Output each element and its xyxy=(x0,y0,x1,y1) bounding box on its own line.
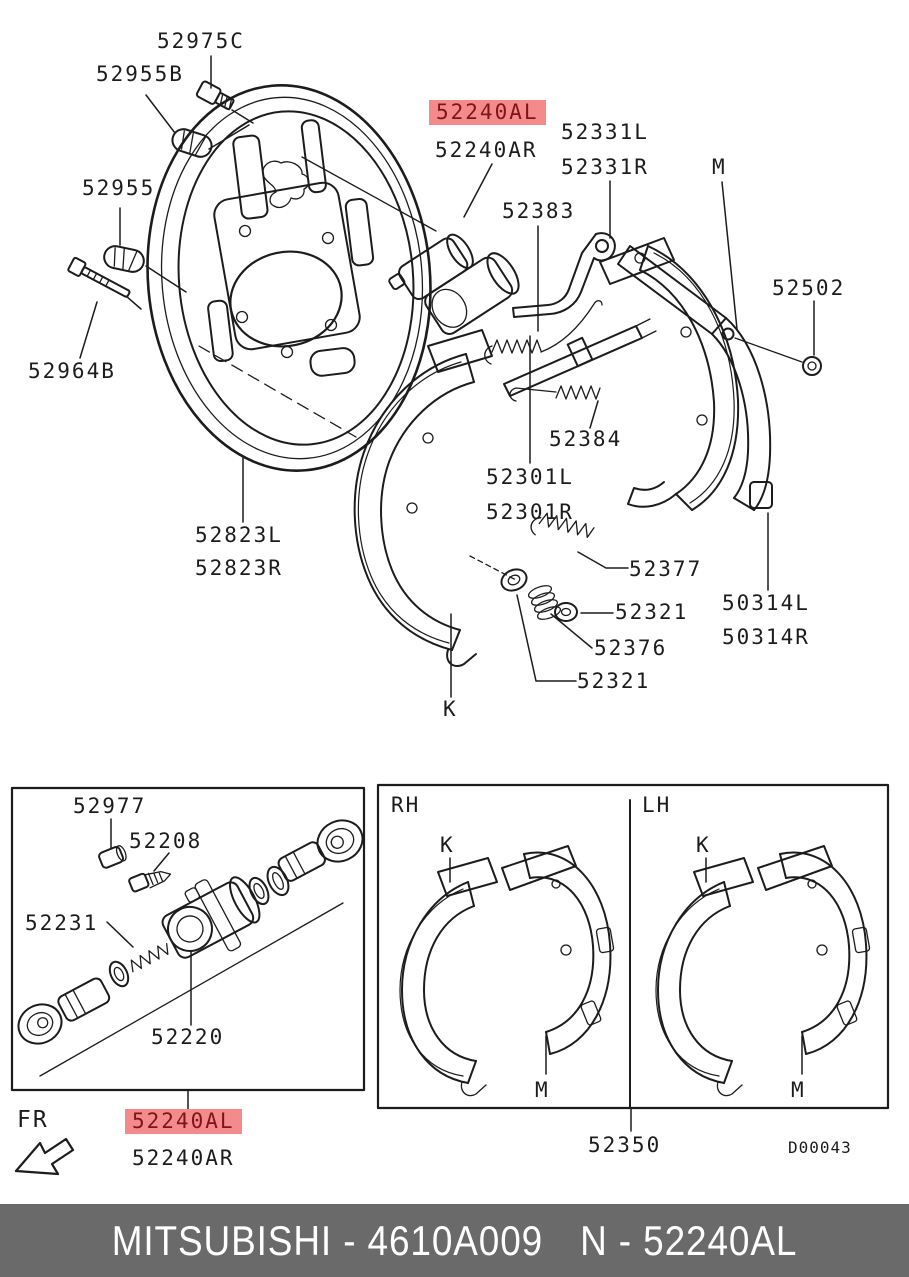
part-label-52964b[interactable]: 52964B xyxy=(28,359,116,383)
leader-lines-main xyxy=(79,55,815,698)
parts-diagram-line-art xyxy=(10,55,890,1176)
part-label-52240ar-main[interactable]: 52240AR xyxy=(435,138,538,162)
part-label-52955b[interactable]: 52955B xyxy=(96,62,184,86)
part-label-52240al-inset-highlighted[interactable]: 52240AL xyxy=(125,1109,242,1135)
drawing-code: D00043 xyxy=(788,1138,852,1157)
footer-bar: MITSUBISHI - 4610A009 N - 52240AL xyxy=(0,1204,909,1277)
ref-letter-m-lh: M xyxy=(791,1078,806,1102)
part-label-50314r[interactable]: 50314R xyxy=(722,625,810,649)
part-label-52383[interactable]: 52383 xyxy=(502,199,576,223)
ref-letter-k-main: K xyxy=(443,697,458,721)
part-label-52955[interactable]: 52955 xyxy=(82,176,156,200)
part-label-52321-lower[interactable]: 52321 xyxy=(577,669,651,693)
hold-down-parts-drawing xyxy=(500,512,595,622)
part-label-52502[interactable]: 52502 xyxy=(772,276,846,300)
ref-letter-m-main: M xyxy=(712,155,727,179)
ref-letter-m-rh: M xyxy=(535,1078,550,1102)
left-brake-shoe-drawing xyxy=(353,329,493,668)
nut-52502-drawing xyxy=(802,356,822,376)
part-label-52823l[interactable]: 52823L xyxy=(195,523,283,547)
part-label-52301r[interactable]: 52301R xyxy=(486,500,574,524)
brake-shoe-set-inset xyxy=(376,783,890,1132)
part-label-52823r[interactable]: 52823R xyxy=(195,556,283,580)
part-label-50314l[interactable]: 50314L xyxy=(722,591,810,615)
adjuster-assembly-drawing xyxy=(484,232,657,402)
footer-brand-part-number: MITSUBISHI - 4610A009 xyxy=(111,1216,544,1264)
coil-spring-52376-drawing xyxy=(527,585,562,620)
part-label-52220[interactable]: 52220 xyxy=(151,1025,225,1049)
ref-letter-k-lh: K xyxy=(696,833,711,857)
fr-direction-label: FR xyxy=(17,1107,49,1133)
backing-plate-drawing xyxy=(146,84,432,472)
part-label-52331r[interactable]: 52331R xyxy=(561,155,649,179)
part-label-52350[interactable]: 52350 xyxy=(588,1133,662,1157)
part-label-52384[interactable]: 52384 xyxy=(549,427,623,451)
part-label-52331l[interactable]: 52331L xyxy=(561,120,649,144)
parking-lever-drawing xyxy=(617,245,773,511)
ref-letter-lh: LH xyxy=(642,793,672,817)
shoe-pair-rh-drawing xyxy=(399,845,615,1097)
ref-letter-rh: RH xyxy=(391,793,421,817)
part-label-52208[interactable]: 52208 xyxy=(129,829,203,853)
part-label-52977[interactable]: 52977 xyxy=(73,794,147,818)
footer-selected-part-ref: N - 52240AL xyxy=(580,1216,798,1264)
clip-52955-drawing xyxy=(103,245,145,273)
part-label-52240ar-inset[interactable]: 52240AR xyxy=(132,1146,235,1170)
wheel-cylinder-drawing xyxy=(388,233,520,335)
wheel-cylinder-kit-inset xyxy=(10,786,366,1176)
clip-52955b-drawing xyxy=(171,128,213,158)
part-label-52377[interactable]: 52377 xyxy=(629,557,703,581)
part-label-52231[interactable]: 52231 xyxy=(25,911,99,935)
part-label-52376[interactable]: 52376 xyxy=(594,636,668,660)
bolt-52964b-drawing xyxy=(67,256,131,298)
part-label-52301l[interactable]: 52301L xyxy=(486,465,574,489)
fr-direction-arrow xyxy=(14,1137,75,1176)
right-brake-shoe-drawing xyxy=(599,237,740,511)
ref-letter-k-rh: K xyxy=(440,833,455,857)
footer-text-line: MITSUBISHI - 4610A009 N - 52240AL xyxy=(112,1217,798,1265)
part-label-52321-upper[interactable]: 52321 xyxy=(615,600,689,624)
part-label-52975c[interactable]: 52975C xyxy=(157,29,245,53)
bleeder-screw-52975c-drawing xyxy=(195,80,235,111)
part-label-52240al-main-highlighted[interactable]: 52240AL xyxy=(429,100,546,126)
